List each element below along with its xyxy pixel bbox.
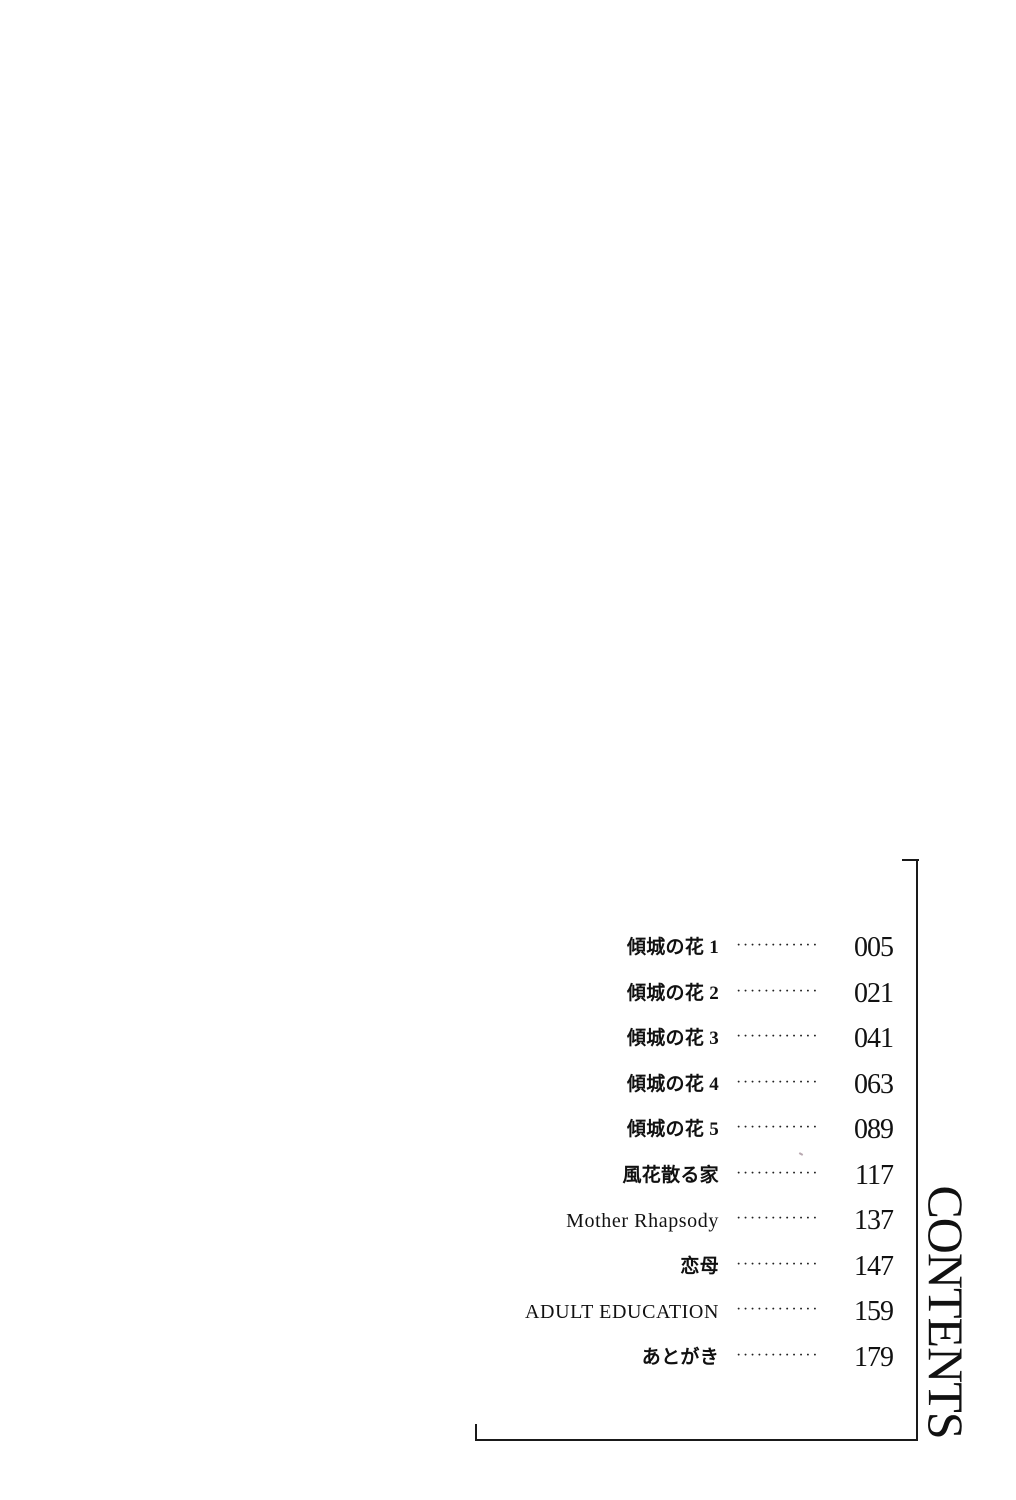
toc-entry-title: 傾城の花 2 (626, 982, 719, 1004)
toc-entry-page: 179 (854, 1341, 894, 1373)
toc-entry-title: 傾城の花 5 (626, 1119, 719, 1140)
dot-leader: ············ (736, 1301, 820, 1318)
toc-entry-page: 117 (855, 1159, 894, 1191)
toc-entry[interactable]: 恋母 ············ 147 (470, 1249, 900, 1295)
dot-leader: ············ (736, 982, 820, 1000)
toc-entry-title: 傾城の花 3 (626, 1028, 719, 1049)
page-title: CONTENTS (918, 1185, 974, 1439)
dot-leader: ············ (736, 1346, 820, 1364)
toc-entry-title: あとがき (641, 1346, 719, 1368)
toc-entry[interactable]: 傾城の花 4 ············ 063 (470, 1067, 900, 1113)
toc-entry-page: 147 (854, 1250, 894, 1282)
toc-entry[interactable]: 傾城の花 2 ············ 021 (470, 976, 900, 1022)
toc-entry-title: 傾城の花 1 (626, 937, 719, 958)
frame-right-rule (916, 859, 918, 1441)
table-of-contents: 傾城の花 1 ············ 005 傾城の花 2 ·········… (470, 930, 900, 1385)
toc-entry-page: 021 (854, 977, 894, 1009)
frame-bottom-rule (475, 1439, 918, 1441)
dot-leader: ············ (736, 1119, 820, 1136)
dot-leader: ············ (736, 1164, 820, 1182)
dot-leader: ············ (736, 1028, 820, 1045)
toc-entry-page: 159 (854, 1296, 894, 1327)
toc-entry-page: 089 (854, 1114, 894, 1145)
toc-entry[interactable]: 傾城の花 1 ············ 005 (470, 930, 900, 976)
dot-leader: ············ (736, 1210, 820, 1227)
dot-leader: ············ (736, 937, 820, 954)
toc-entry-page: 063 (854, 1068, 894, 1100)
toc-entry[interactable]: Mother Rhapsody ············ 137 (470, 1203, 900, 1249)
toc-entry[interactable]: 風花散る家 ············ 117 (470, 1158, 900, 1204)
frame-top-tick (902, 859, 919, 861)
toc-entry-title: 風花散る家 (622, 1164, 719, 1186)
toc-entry[interactable]: 傾城の花 5 ············ 089 (470, 1112, 900, 1158)
toc-entry-title: Mother Rhapsody (566, 1210, 719, 1232)
dot-leader: ············ (736, 1255, 820, 1273)
dot-leader: ············ (736, 1073, 820, 1091)
toc-entry-title: ADULT EDUCATION (525, 1301, 719, 1323)
toc-entry[interactable]: 傾城の花 3 ············ 041 (470, 1021, 900, 1067)
toc-entry[interactable]: ADULT EDUCATION ············ 159 (470, 1294, 900, 1340)
frame-left-tick (475, 1424, 477, 1441)
toc-entry[interactable]: あとがき ············ 179 (470, 1340, 900, 1386)
toc-entry-page: 137 (854, 1205, 894, 1236)
toc-entry-title: 恋母 (680, 1255, 719, 1277)
toc-entry-page: 005 (854, 932, 894, 963)
toc-entry-title: 傾城の花 4 (626, 1073, 719, 1095)
toc-entry-page: 041 (854, 1023, 894, 1054)
